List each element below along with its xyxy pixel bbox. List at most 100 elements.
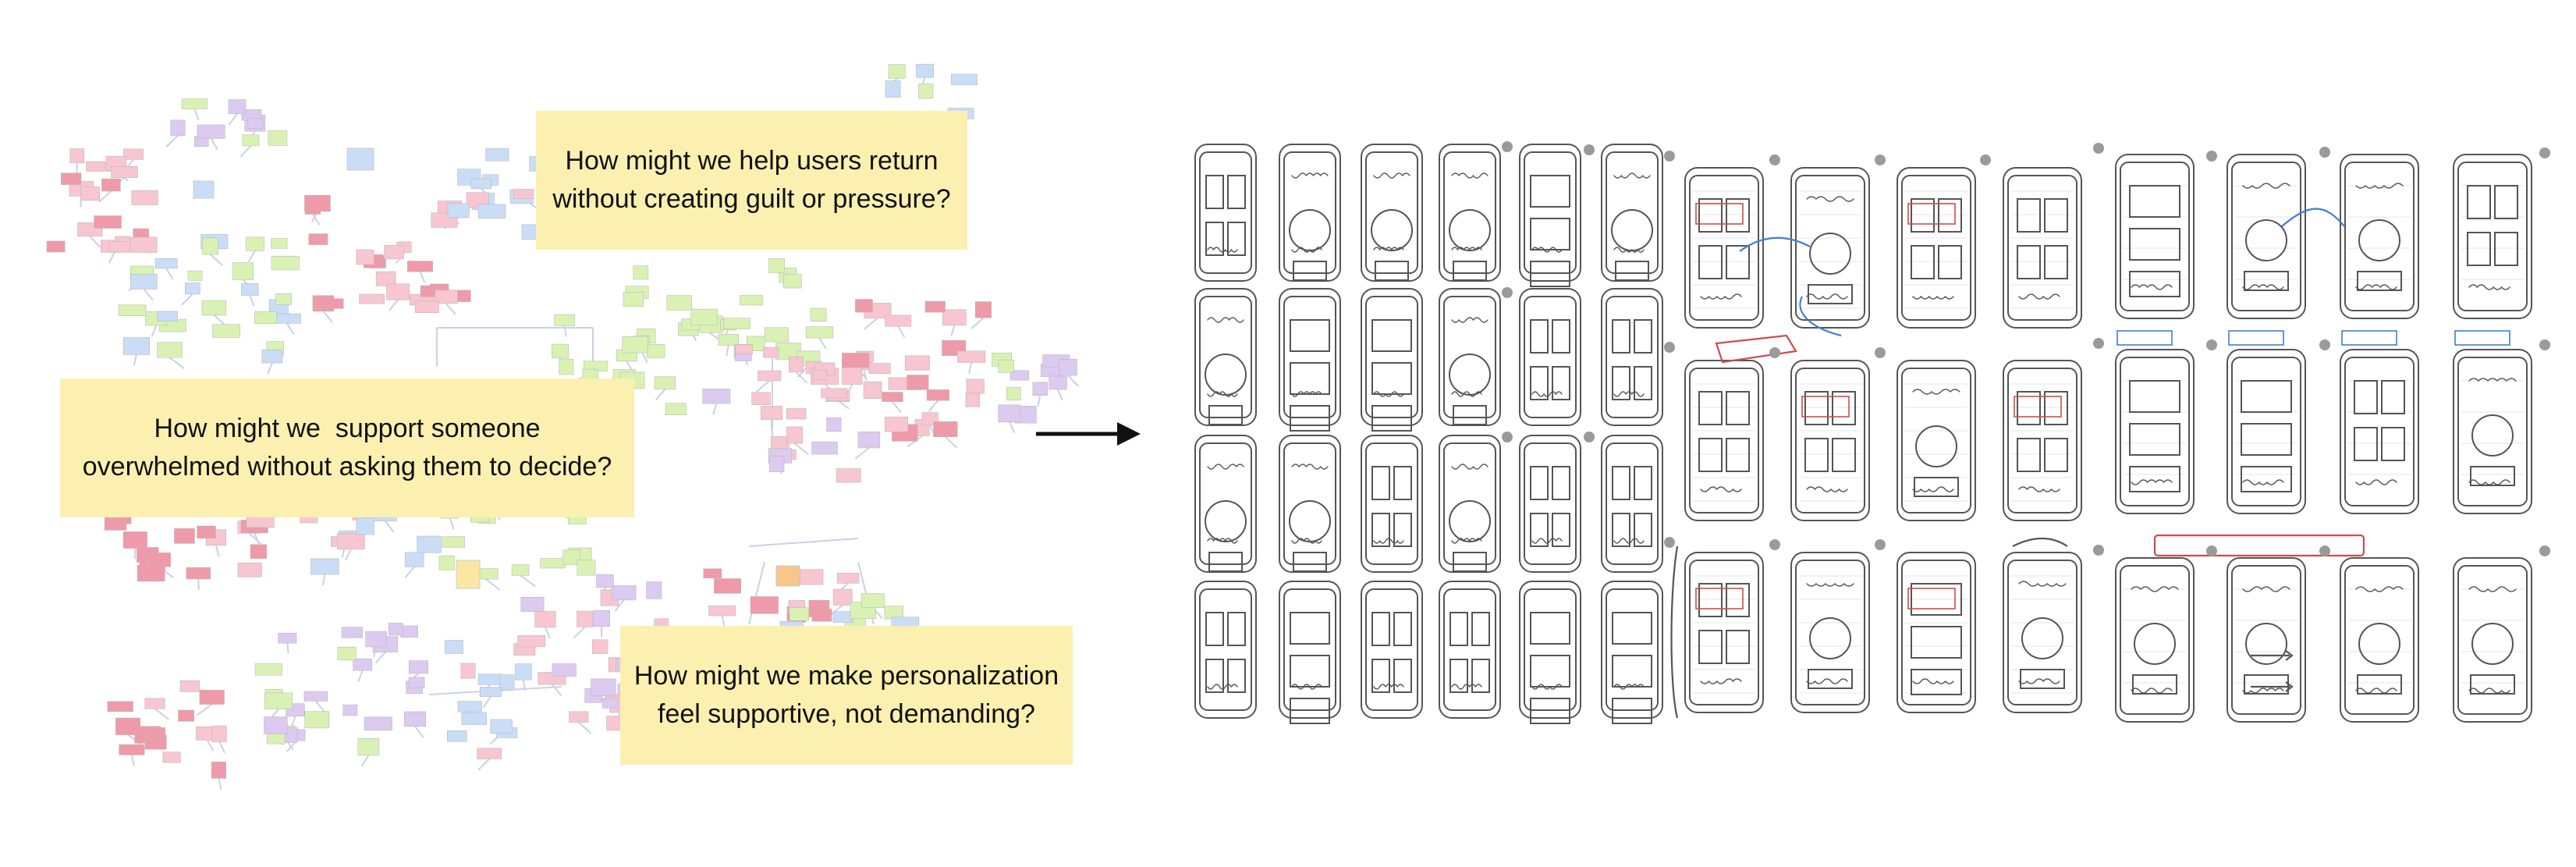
content-box: [1612, 513, 1630, 547]
sticky-note: [517, 635, 546, 648]
content-box: [1634, 366, 1652, 400]
phone-frame: [2003, 167, 2082, 329]
phone-screen: [1524, 151, 1577, 274]
connector-line: [545, 627, 551, 639]
phone-frame: [1519, 288, 1581, 426]
phone-frame: [1361, 288, 1423, 426]
handwriting-scribble: [2355, 688, 2397, 694]
handwriting-scribble: [1207, 684, 1238, 690]
handwriting-scribble: [1291, 464, 1329, 470]
content-box: [1393, 612, 1412, 646]
handwriting-scribble: [2018, 678, 2060, 684]
sticky-note: [414, 300, 439, 313]
sticky-note: [821, 388, 848, 399]
phone-sketch: [2227, 557, 2306, 723]
phone-frame: [1279, 435, 1341, 573]
connection-dot: [1769, 155, 1780, 165]
handwriting-scribble: [1291, 172, 1329, 179]
connector-line: [793, 442, 809, 455]
grid-lines: [1692, 190, 1756, 309]
connection-dot: [2319, 339, 2330, 350]
content-box: [1205, 659, 1224, 693]
connection-dot: [2093, 545, 2104, 556]
phone-frame: [2340, 154, 2419, 319]
content-circle: [2471, 414, 2514, 457]
content-box: [1698, 198, 1723, 233]
content-box: [1612, 655, 1652, 688]
handwriting-scribble: [2468, 586, 2517, 592]
hmw-note-overwhelmed[interactable]: How might we support someone overwhelmed…: [60, 378, 634, 517]
connector-line: [154, 708, 170, 720]
sticky-note: [310, 558, 339, 575]
connector-line: [945, 435, 958, 449]
sticky-note: [788, 356, 804, 373]
sticky-note: [442, 536, 465, 548]
sticky-note: [403, 711, 427, 727]
content-box: [1726, 245, 1750, 279]
connector-line: [755, 380, 770, 393]
sticky-note: [885, 314, 912, 327]
content-box: [1293, 552, 1327, 572]
sticky-note: [904, 355, 930, 371]
phone-screen: [2120, 565, 2190, 715]
sticky-note: [245, 236, 264, 251]
connector-line: [374, 652, 386, 664]
connection-dot: [2206, 339, 2217, 350]
phone-sketch: [2115, 154, 2195, 319]
phone-frame: [2003, 552, 2082, 713]
phone-screen: [2120, 357, 2190, 506]
content-circle: [1915, 425, 1957, 467]
content-box: [1530, 175, 1570, 208]
connection-dot: [1875, 155, 1886, 165]
sticky-note: [179, 680, 200, 692]
hmw-note-return[interactable]: How might we help users return without c…: [536, 111, 967, 250]
connection-dot: [2206, 151, 2217, 162]
sticky-note: [740, 295, 764, 306]
content-box: [2132, 674, 2177, 695]
content-box: [2017, 245, 2041, 279]
phone-sketch: [1361, 435, 1423, 573]
content-box: [2470, 674, 2515, 695]
sticky-note: [511, 564, 530, 576]
phone-sketch: [2115, 330, 2195, 514]
connector-line: [854, 447, 870, 460]
sticky-note: [861, 593, 885, 608]
sticky-note: [181, 98, 208, 109]
phone-screen: [1199, 442, 1252, 565]
hmw-note-personalization[interactable]: How might we make personalization feel s…: [620, 626, 1073, 765]
content-circle: [1205, 500, 1247, 542]
content-box: [1726, 198, 1750, 233]
content-box: [1371, 362, 1412, 395]
grid-lines: [2123, 588, 2187, 684]
grid-lines: [2347, 185, 2411, 280]
connection-dots: [1502, 141, 2550, 556]
phone-screen: [1199, 151, 1252, 274]
content-box: [1453, 405, 1487, 425]
phone-sketch: [2340, 330, 2419, 514]
content-box: [2494, 185, 2518, 219]
phone-sketch: [1439, 435, 1501, 573]
sticky-note: [596, 574, 614, 588]
content-box: [1612, 319, 1630, 354]
connector-line: [165, 268, 174, 280]
sticky-note: [308, 233, 328, 245]
sticky-note: [479, 687, 502, 697]
sticky-note: [477, 748, 502, 759]
connector-line: [388, 299, 399, 311]
content-box: [1726, 630, 1750, 664]
phone-sketch: [1279, 435, 1341, 573]
sticky-note: [254, 311, 277, 325]
phone-frame: [1361, 144, 1423, 282]
sticky-note: [975, 301, 992, 318]
sticky-note: [654, 376, 676, 389]
handwriting-scribble: [1207, 464, 1244, 470]
connection-dot: [2539, 147, 2550, 158]
connector-line: [181, 293, 193, 306]
content-box: [1453, 261, 1487, 281]
content-box: [2244, 271, 2289, 291]
sticky-note: [154, 258, 178, 269]
sticky-note: [933, 421, 958, 437]
phone-screen: [1199, 296, 1252, 418]
content-box: [1471, 659, 1490, 693]
